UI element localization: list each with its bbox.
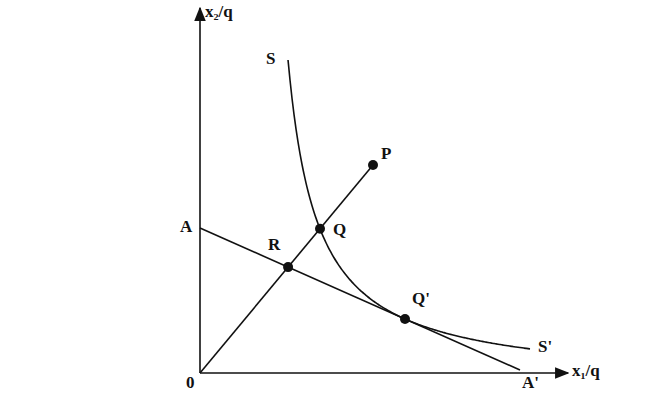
axis-label: R — [268, 236, 280, 254]
axis-label: Q — [333, 221, 346, 239]
x-axis — [200, 372, 568, 374]
ray-line — [200, 165, 373, 373]
axis-label: A — [180, 218, 192, 236]
axis-label: x₂/q — [205, 3, 233, 21]
axis-label: S — [266, 50, 275, 68]
point-dot — [368, 160, 378, 170]
axis-label: Q' — [412, 290, 430, 308]
axis-label: A' — [522, 374, 539, 392]
point-dot — [400, 314, 410, 324]
isoquant-curve — [288, 60, 530, 349]
axis-label: S' — [538, 338, 552, 356]
axis-label: 0 — [186, 374, 195, 392]
point-dot — [315, 224, 325, 234]
y-axis — [199, 8, 201, 373]
isocost-line — [200, 228, 520, 370]
axis-label: x₁/q — [572, 362, 600, 380]
point-dot — [283, 262, 293, 272]
axis-label: P — [381, 145, 391, 163]
